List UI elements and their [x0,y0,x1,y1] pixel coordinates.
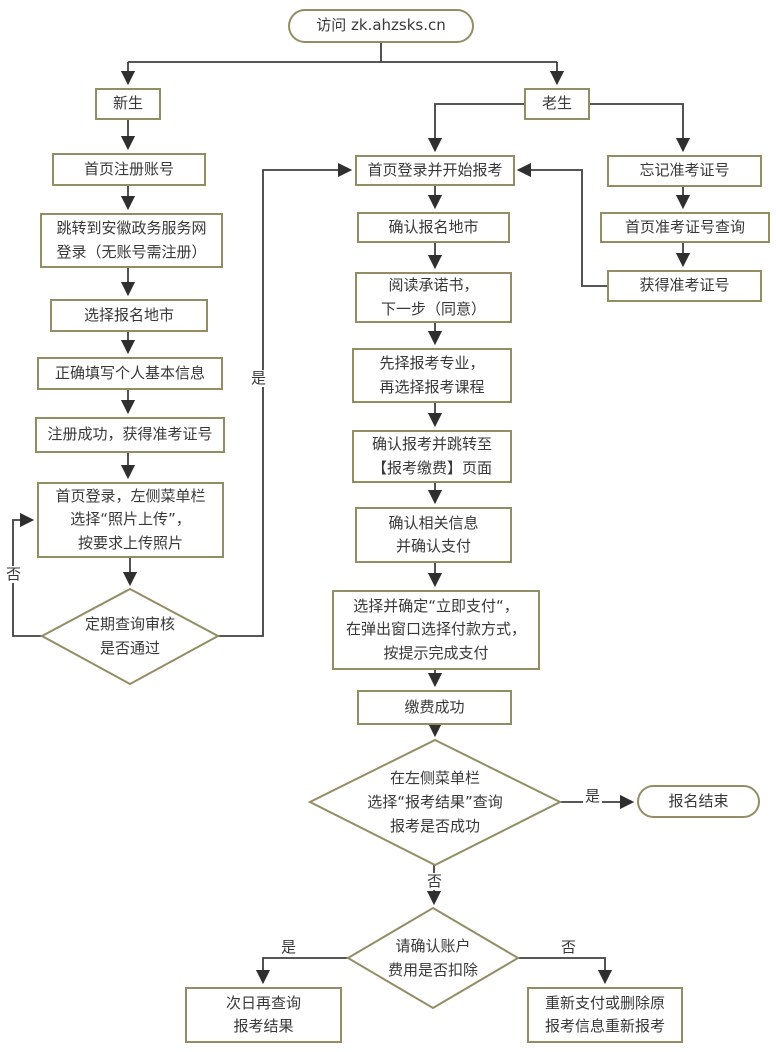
edge-audit-yes-to-login [218,162,353,637]
node-pay-success: 缴费成功 [357,690,512,725]
node-next-day-query: 次日再查询 报考结果 [185,987,342,1043]
node-select-city: 选择报名地市 [50,299,208,332]
edge-deduct-yes-to-nextday [255,957,348,985]
node-login-apply: 首页登录并开始报考 [355,155,515,186]
node-pay-now: 选择并确定“立即支付“， 在弹出窗口选择付款方式， 按提示完成支付 [332,590,540,670]
node-forget-ticket: 忘记准考证号 [607,155,762,187]
edge-old-to-forget [590,103,691,153]
node-repay: 重新支付或删除原 报考信息重新报考 [527,987,683,1043]
edge-obtain-to-login [516,162,607,287]
audit-decision-diamond [39,587,221,686]
edge-label-result-yes: 是 [583,787,603,805]
node-register-success: 注册成功，获得准考证号 [35,417,225,453]
result-decision-label: 在左侧菜单栏 选择“报考结果”查询 报考是否成功 [367,769,503,835]
deduct-decision-label: 请确认账户 费用是否扣除 [387,937,478,979]
node-confirm-pay: 确认相关信息 并确认支付 [355,507,512,563]
edge-deduct-no-to-repay [518,957,613,985]
node-new-student: 新生 [95,88,161,120]
edge-label-audit-no: 否 [4,565,24,583]
node-fill-info: 正确填写个人基本信息 [37,357,223,390]
node-photo-upload: 首页登录，左侧菜单栏 选择“照片上传”， 按要求上传照片 [37,482,224,558]
edge-label-result-no: 否 [425,872,445,890]
audit-decision-label: 定期查询审核 是否通过 [84,615,175,657]
node-confirm-apply: 确认报考并跳转至 【报考缴费】页面 [352,430,512,483]
node-visit-site: 访问 zk.ahzsks.cn [288,9,474,43]
node-confirm-city: 确认报名地市 [357,212,510,243]
node-gov-login: 跳转到安徽政务服务网 登录（无账号需注册） [40,213,223,268]
node-register-account: 首页注册账号 [52,153,206,186]
deduct-decision-diamond [346,906,520,1010]
node-choose-major: 先择报考专业， 再选择报考课程 [352,348,512,403]
edge-label-deduct-yes: 是 [279,938,299,956]
node-old-student: 老生 [524,88,590,120]
node-finish: 报名结束 [637,785,760,818]
node-ticket-query: 首页准考证号查询 [600,212,770,243]
node-read-commitment: 阅读承诺书， 下一步（同意） [355,272,512,323]
edge-label-deduct-no: 否 [559,938,579,956]
node-obtain-ticket: 获得准考证号 [607,270,762,302]
edge-label-audit-yes: 是 [249,369,269,387]
edge-old-to-login [427,103,524,153]
result-decision-diamond [307,738,563,867]
